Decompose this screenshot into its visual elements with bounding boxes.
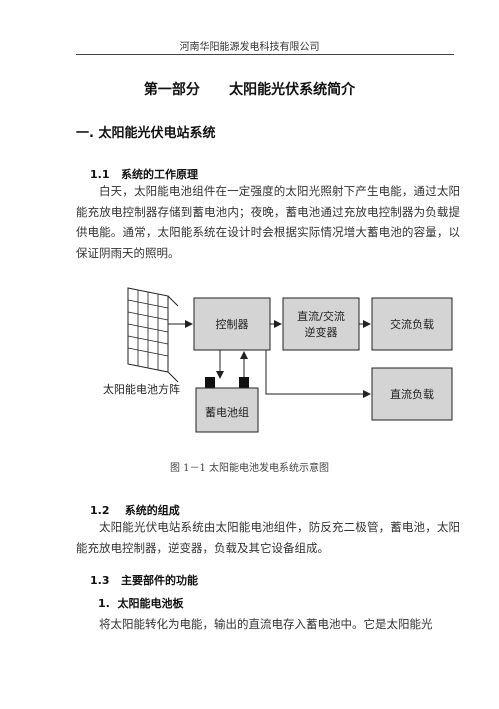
subsection-heading-1-1: 1.1 系统的工作原理: [90, 168, 198, 181]
paragraph-solar-panel: 将太阳能转化为电能，输出的直流电存入蓄电池中。它是太阳能光: [99, 617, 433, 631]
part-title: 第一部分 太阳能光伏系统简介: [143, 82, 356, 98]
solar-panel-array: [127, 287, 179, 383]
dc-load-label: 直流负载: [390, 387, 434, 401]
battery-box: [195, 387, 259, 433]
paragraph-working-principle: 白天，太阳能电池组件在一定强度的太阳光照射下产生电能，通过太阳能充放电控制器存储…: [76, 184, 460, 260]
battery-terminal-left: [205, 377, 215, 389]
item-heading-solar-panel: 1. 太阳能电池板: [98, 597, 184, 610]
controller-label: 控制器: [216, 317, 249, 331]
inverter-label-line2: 逆变器: [305, 325, 338, 339]
dc-load-box: [371, 367, 453, 421]
battery-label: 蓄电池组: [205, 405, 249, 419]
controller-box: [193, 297, 271, 351]
panel-label: 太阳能电池方阵: [103, 382, 180, 396]
arrow-controller-to-dc-load: [265, 350, 371, 398]
subsection-heading-1-3: 1.3 主要部件的功能: [90, 574, 198, 587]
figure-caption: 图 1－1 太阳能电池发电系统示意图: [169, 463, 330, 474]
system-diagram: 太阳能电池方阵 控制器 直流/交流 逆变器 交流负载 直流负载 蓄电池组: [103, 287, 453, 433]
inverter-label-line1: 直流/交流: [297, 309, 345, 323]
ac-load-box: [371, 297, 453, 351]
inverter-box: [282, 297, 360, 351]
subsection-heading-1-2: 1.2 系统的组成: [90, 504, 180, 517]
section-heading-1: 一. 太阳能光伏电站系统: [76, 126, 216, 141]
paragraph-system-composition: 太阳能光伏电站系统由太阳能电池组件，防反充二极管，蓄电池，太阳能充放电控制器，逆…: [76, 520, 460, 555]
running-header: 河南华阳能源发电科技有限公司: [179, 42, 320, 53]
ac-load-label: 交流负载: [390, 317, 434, 331]
battery-terminal-right: [239, 377, 249, 389]
header-rule: [76, 54, 454, 55]
